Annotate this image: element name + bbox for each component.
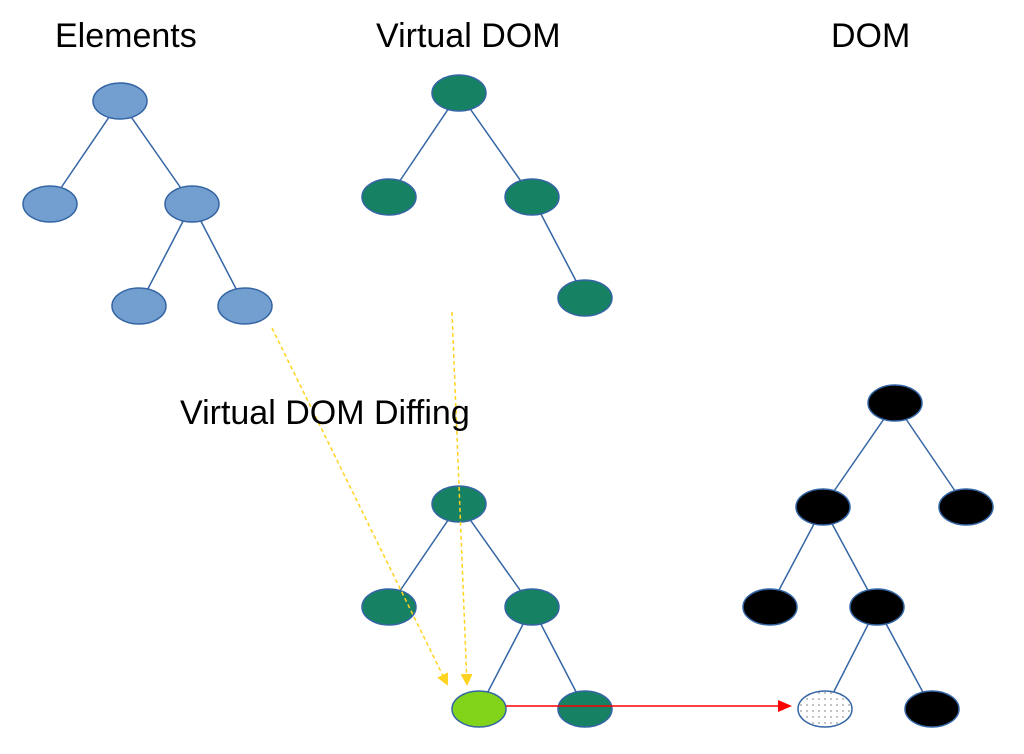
virtual-node xyxy=(504,588,560,626)
element-node xyxy=(22,185,78,223)
dom-node xyxy=(938,488,994,526)
tree-edge xyxy=(388,92,460,198)
compare-arrows xyxy=(271,311,473,686)
tree-edge xyxy=(458,92,533,198)
tree-edge xyxy=(458,503,533,608)
compare-arrow xyxy=(271,327,448,686)
tree-edge xyxy=(388,503,460,608)
virtual-node xyxy=(557,690,613,728)
tree-edge xyxy=(822,402,896,508)
dom-node-pending-update xyxy=(797,690,853,728)
diffing-tree xyxy=(361,485,613,728)
changed-node xyxy=(451,690,507,728)
tree-edge xyxy=(119,100,193,205)
dom-title: DOM xyxy=(831,17,911,55)
virtual-node xyxy=(431,74,487,112)
element-node xyxy=(111,287,167,325)
element-node xyxy=(217,287,273,325)
dom-tree xyxy=(742,384,994,728)
dom-node xyxy=(742,588,798,626)
virtual-node xyxy=(557,279,613,317)
virtual-dom-title: Virtual DOM xyxy=(376,17,561,55)
elements-tree xyxy=(22,82,273,325)
dom-node xyxy=(795,488,851,526)
virtual-node xyxy=(361,588,417,626)
dom-node xyxy=(867,384,923,422)
virtual-node xyxy=(504,178,560,216)
virtual-dom-tree xyxy=(361,74,613,317)
tree-edge xyxy=(49,100,121,205)
element-node xyxy=(164,185,220,223)
element-node xyxy=(92,82,148,120)
dom-node xyxy=(849,588,905,626)
compare-arrow xyxy=(451,311,473,686)
elements-title: Elements xyxy=(55,17,197,55)
diffing-title: Virtual DOM Diffing xyxy=(180,394,470,432)
tree-edge xyxy=(894,402,967,508)
dom-node xyxy=(904,690,960,728)
virtual-node xyxy=(361,178,417,216)
